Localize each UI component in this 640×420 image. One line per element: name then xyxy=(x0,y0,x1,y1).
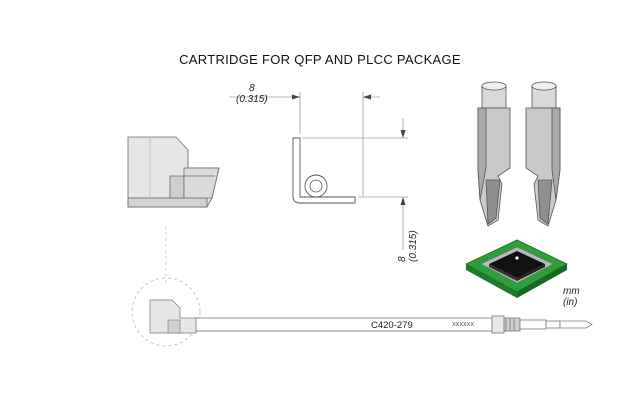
dimension-lines xyxy=(229,92,408,250)
horizontal-dimension-in: (0.315) xyxy=(236,94,268,105)
cartridge-shaft xyxy=(195,315,593,334)
horizontal-dimension-mm: 8 xyxy=(249,83,255,94)
detail-magnifier-circle-icon xyxy=(131,226,201,347)
tip-side-view xyxy=(127,136,220,208)
unit-metric: mm xyxy=(563,286,580,297)
horizontal-dimension-label: 8 (0.315) xyxy=(236,83,268,105)
part-number: C420-279 xyxy=(371,320,413,331)
unit-legend: mm (in) xyxy=(563,286,580,308)
vertical-dimension-in: (0.315) xyxy=(408,230,419,262)
drawing-title: CARTRIDGE FOR QFP AND PLCC PACKAGE xyxy=(179,52,461,67)
serial-marking: XXXXXX xyxy=(452,322,475,328)
qfp-chip-icon xyxy=(465,239,568,298)
unit-imperial: (in) xyxy=(563,297,578,308)
tweezer-tip-icon xyxy=(477,81,561,227)
vertical-dimension-label: 8 (0.315) xyxy=(397,230,419,262)
vertical-dimension-mm: 8 xyxy=(397,256,408,262)
tip-front-view xyxy=(292,137,356,204)
